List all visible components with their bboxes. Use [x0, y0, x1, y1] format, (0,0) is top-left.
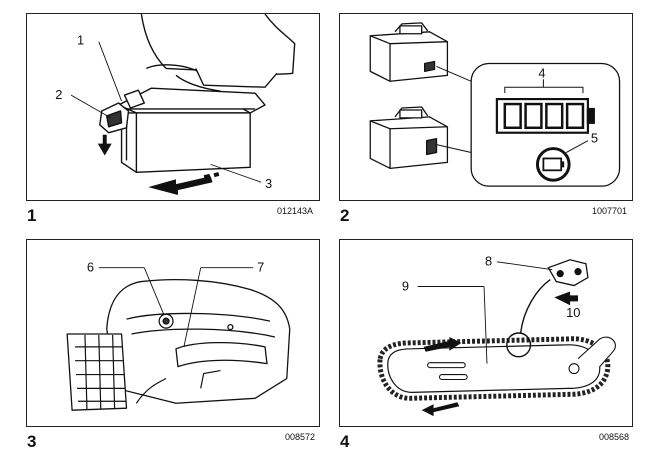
callout-2: 2	[55, 87, 62, 102]
callout-6: 6	[87, 260, 94, 275]
callout-1: 1	[77, 33, 84, 48]
figure-4-code: 008568	[599, 432, 630, 442]
figure-3-illustration: 6 7	[66, 260, 291, 411]
figure-1-illustration: 1 2 3	[55, 14, 296, 196]
callout-10: 10	[566, 305, 580, 320]
figure-3-code: 008572	[285, 432, 316, 442]
callout-7: 7	[257, 260, 264, 275]
figure-1-panel: 1 2 3	[26, 13, 320, 201]
callout-4: 4	[538, 65, 545, 80]
figure-1-number: 1	[27, 206, 37, 225]
callout-5: 5	[591, 131, 598, 146]
figure-3-panel: 6 7	[26, 239, 320, 427]
figure-4-panel: 8 9 10	[339, 239, 633, 427]
figure-4-number: 4	[340, 432, 350, 451]
figure-2-panel: 4 5	[339, 13, 633, 201]
callout-8: 8	[485, 254, 492, 269]
figure-1-code: 012143A	[277, 206, 314, 216]
figure-3-number: 3	[27, 432, 37, 451]
callout-9: 9	[402, 278, 409, 293]
figure-2-code: 1007701	[592, 206, 628, 216]
callout-3: 3	[265, 176, 272, 191]
figure-2-number: 2	[340, 206, 350, 225]
figure-4-illustration: 8 9 10	[377, 254, 616, 417]
figure-2-illustration: 4 5	[369, 22, 621, 187]
